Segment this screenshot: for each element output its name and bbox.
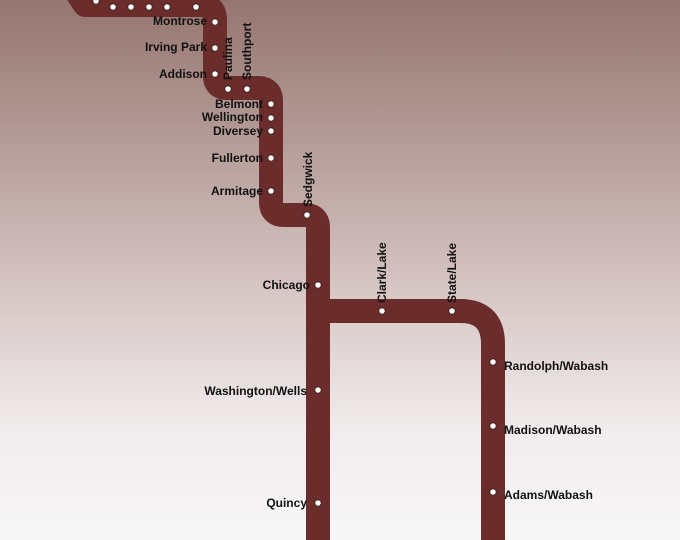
station-dot-unnamed-1[interactable] xyxy=(92,0,100,5)
station-label-madison-wabash[interactable]: Madison/Wabash xyxy=(504,423,602,437)
station-label-state-lake[interactable]: State/Lake xyxy=(445,243,459,303)
station-label-clark-lake[interactable]: Clark/Lake xyxy=(375,242,389,303)
station-dot-armitage[interactable] xyxy=(267,187,275,195)
station-label-quincy[interactable]: Quincy xyxy=(266,496,307,510)
station-dot-randolph-wabash[interactable] xyxy=(489,358,497,366)
station-dot-adams-wabash[interactable] xyxy=(489,488,497,496)
station-dot-chicago[interactable] xyxy=(314,281,322,289)
station-label-montrose[interactable]: Montrose xyxy=(153,14,207,28)
route-line-loop xyxy=(318,299,505,540)
station-label-washington-wells[interactable]: Washington/Wells xyxy=(204,384,307,398)
station-label-belmont[interactable]: Belmont xyxy=(215,97,263,111)
station-dot-state-lake[interactable] xyxy=(448,307,456,315)
station-label-diversey[interactable]: Diversey xyxy=(213,124,263,138)
station-label-armitage[interactable]: Armitage xyxy=(211,184,263,198)
station-dot-sedgwick[interactable] xyxy=(303,211,311,219)
station-dot-diversey[interactable] xyxy=(267,127,275,135)
station-label-randolph-wabash[interactable]: Randolph/Wabash xyxy=(504,359,608,373)
station-label-chicago[interactable]: Chicago xyxy=(263,278,310,292)
station-dot-fullerton[interactable] xyxy=(267,154,275,162)
station-dot-belmont[interactable] xyxy=(267,100,275,108)
station-dot-addison[interactable] xyxy=(211,70,219,78)
station-label-sedgwick[interactable]: Sedgwick xyxy=(301,151,315,207)
station-label-irving-park[interactable]: Irving Park xyxy=(145,40,207,54)
station-label-paulina[interactable]: Paulina xyxy=(221,37,235,80)
station-label-addison[interactable]: Addison xyxy=(159,67,207,81)
station-dot-unnamed-4[interactable] xyxy=(145,3,153,11)
station-dot-madison-wabash[interactable] xyxy=(489,422,497,430)
station-dot-montrose[interactable] xyxy=(211,18,219,26)
station-label-adams-wabash[interactable]: Adams/Wabash xyxy=(504,488,593,502)
station-dot-washington-wells[interactable] xyxy=(314,386,322,394)
station-dot-quincy[interactable] xyxy=(314,499,322,507)
station-dot-paulina[interactable] xyxy=(224,85,232,93)
station-dot-wellington[interactable] xyxy=(267,114,275,122)
station-label-wellington[interactable]: Wellington xyxy=(202,110,263,124)
station-dot-unnamed-6[interactable] xyxy=(192,3,200,11)
station-dot-unnamed-2[interactable] xyxy=(109,3,117,11)
station-dot-clark-lake[interactable] xyxy=(378,307,386,315)
station-dot-irving-park[interactable] xyxy=(211,44,219,52)
station-dot-unnamed-3[interactable] xyxy=(127,3,135,11)
route-line-north-branch xyxy=(67,0,330,540)
station-dot-southport[interactable] xyxy=(243,85,251,93)
station-label-southport[interactable]: Southport xyxy=(240,23,254,80)
station-label-fullerton[interactable]: Fullerton xyxy=(212,151,263,165)
station-dot-unnamed-5[interactable] xyxy=(163,3,171,11)
